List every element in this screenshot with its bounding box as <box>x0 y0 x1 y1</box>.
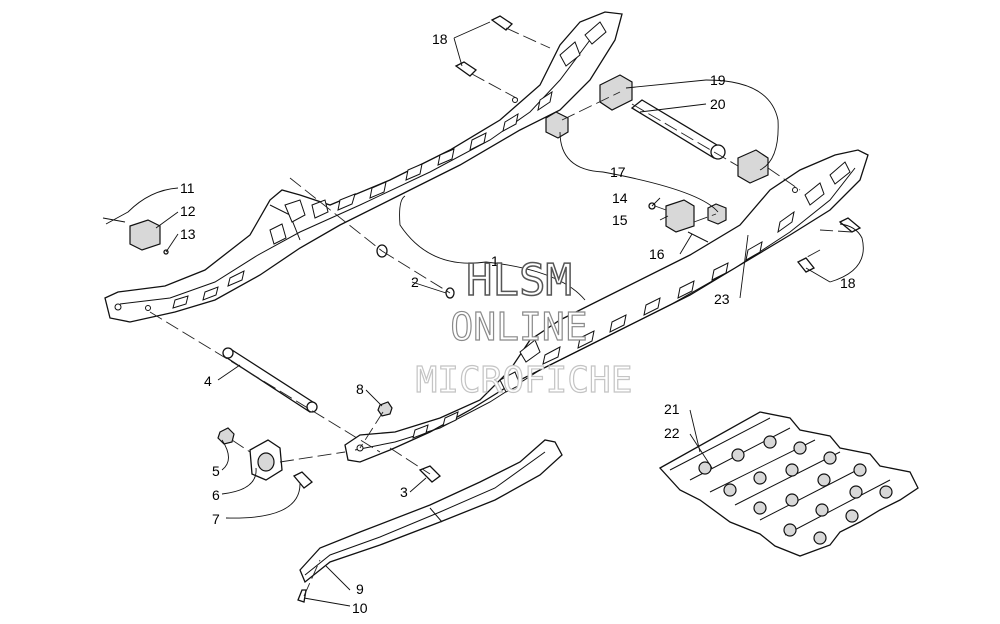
callout-3: 3 <box>400 484 408 500</box>
callout-12: 12 <box>180 203 196 219</box>
slide-part-9 <box>299 439 563 584</box>
watermark: HLSM ONLINE MICROFICHE <box>415 254 633 401</box>
callout-18-lower: 18 <box>840 275 856 291</box>
callout-20: 20 <box>710 96 726 112</box>
callout-21: 21 <box>664 401 680 417</box>
callouts: 1 2 3 4 5 6 7 8 9 10 11 12 13 14 15 16 1… <box>180 31 856 616</box>
block-part-12 <box>102 217 169 255</box>
callout-13: 13 <box>180 226 196 242</box>
bushing-part-17 <box>545 111 727 225</box>
callout-2: 2 <box>411 274 419 290</box>
block-part-19-lower <box>737 149 769 184</box>
leader-lines <box>105 21 864 607</box>
callout-11: 11 <box>180 180 195 196</box>
callout-16: 16 <box>649 246 665 262</box>
callout-4: 4 <box>204 373 212 389</box>
callout-7: 7 <box>212 511 220 527</box>
callout-15: 15 <box>612 212 628 228</box>
callout-6: 6 <box>212 487 220 503</box>
bolt-part-7 <box>292 471 313 489</box>
callout-5: 5 <box>212 463 220 479</box>
callout-23: 23 <box>714 291 730 307</box>
callout-18-upper: 18 <box>432 31 448 47</box>
callout-22: 22 <box>664 425 680 441</box>
block-part-19-upper <box>599 74 633 111</box>
block-part-15 <box>648 199 709 243</box>
wear-pad-part-21 <box>658 411 919 557</box>
callout-19: 19 <box>710 72 726 88</box>
watermark-line-2: ONLINE <box>450 305 587 349</box>
nut-part-5 <box>217 427 235 445</box>
callout-17: 17 <box>610 164 626 180</box>
upper-rail <box>104 11 623 323</box>
watermark-line-3: MICROFICHE <box>416 360 633 401</box>
callout-14: 14 <box>612 190 628 206</box>
bolt-part-18 <box>454 15 862 273</box>
watermark-line-1: HLSM <box>466 255 572 306</box>
bracket-part-6 <box>249 439 283 481</box>
screw-part-10 <box>297 589 307 603</box>
callout-8: 8 <box>356 381 364 397</box>
assembly-lines <box>149 27 853 597</box>
lower-rail <box>344 149 869 463</box>
axle-part-4 <box>222 347 318 413</box>
callout-1: 1 <box>491 253 499 269</box>
callout-10: 10 <box>352 600 368 616</box>
callout-9: 9 <box>356 581 364 597</box>
